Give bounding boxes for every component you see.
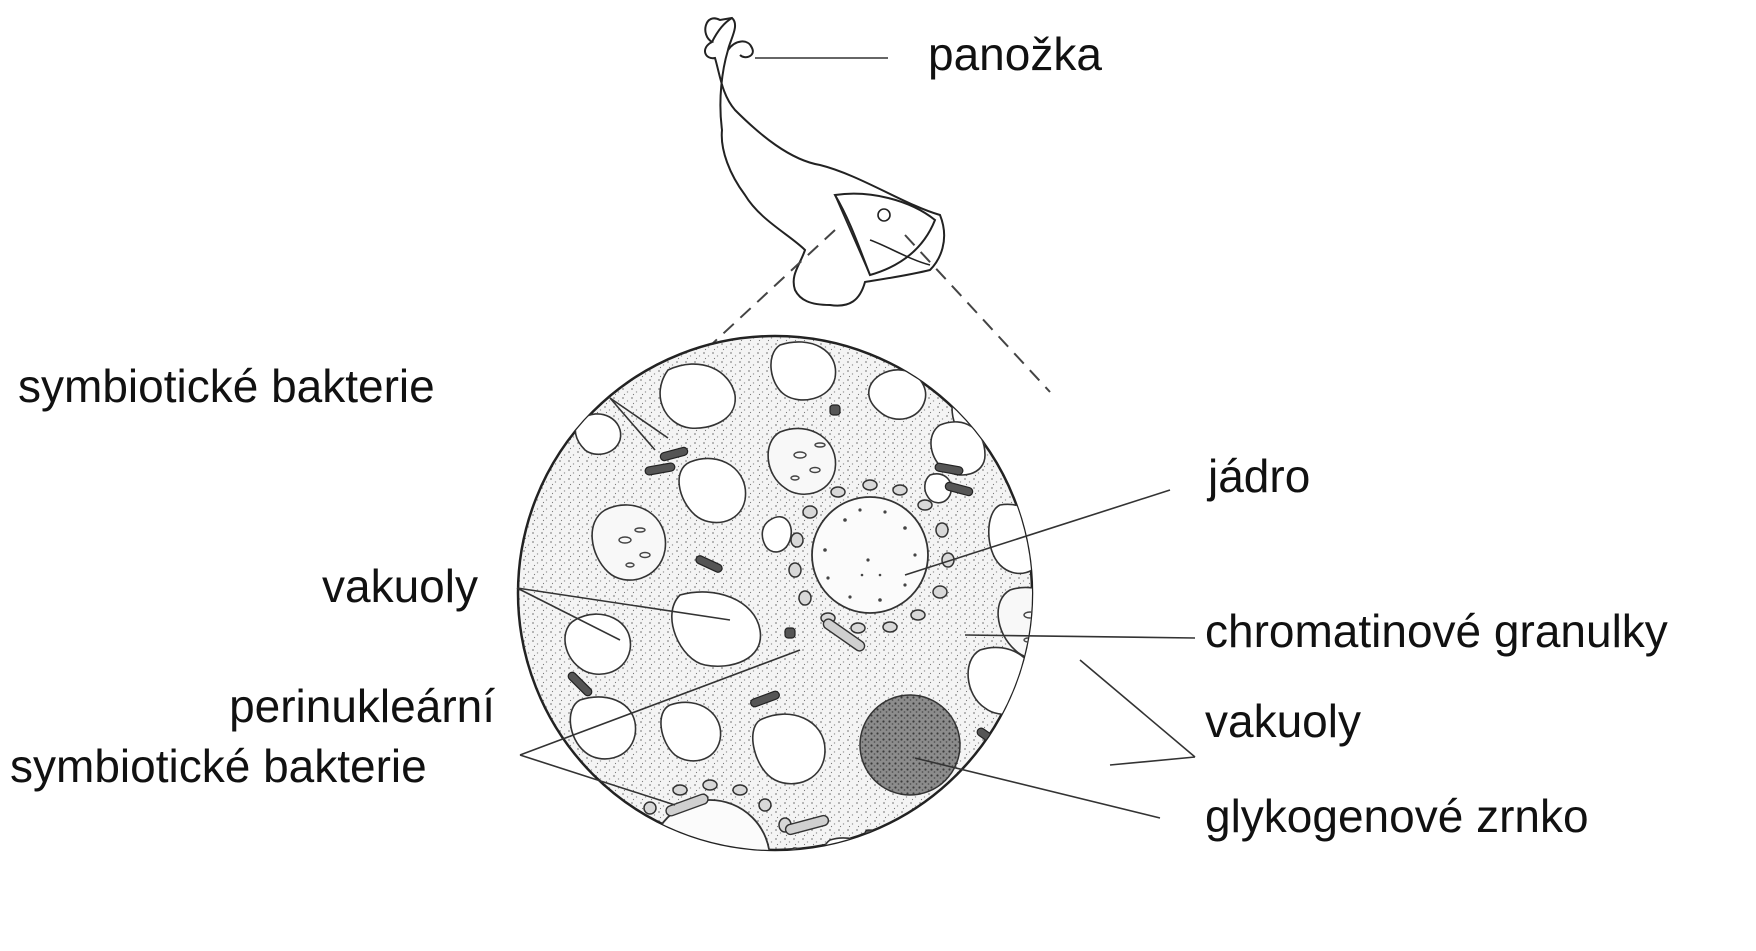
label-jadro: jádro: [1208, 450, 1310, 502]
glycogen-granule: [860, 695, 960, 795]
projection-line-right: [905, 235, 1050, 392]
amoeba-body-outline: [705, 18, 944, 306]
label-panozka: panožka: [928, 28, 1102, 80]
label-vakuoly-right: vakuoly: [1205, 695, 1361, 747]
label-symbioticke-bakterie: symbiotické bakterie: [18, 360, 435, 412]
label-vakuoly-left: vakuoly: [322, 560, 478, 612]
second-nucleus: [650, 800, 770, 920]
label-perinuklearni-symbioticke-bakterie: symbiotické bakterie: [10, 740, 427, 792]
label-glykogenove-zrnko: glykogenové zrnko: [1205, 790, 1589, 842]
label-perinuklearni: perinukleární: [150, 680, 495, 732]
central-nucleus: [812, 497, 928, 613]
label-chromatinove-granulky: chromatinové granulky: [1205, 605, 1668, 657]
